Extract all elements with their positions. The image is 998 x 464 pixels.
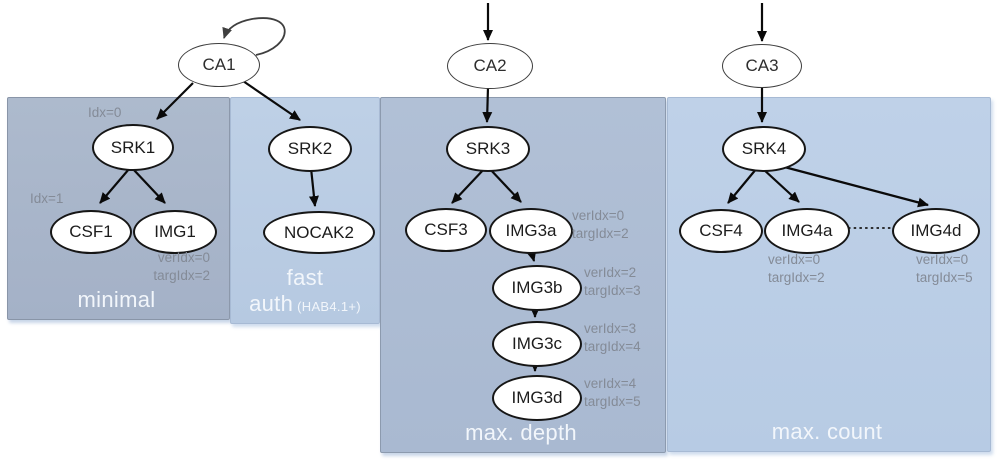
edge-srk1-csf1 xyxy=(99,168,130,204)
edge-ca1-srk2 xyxy=(242,80,301,121)
node-csf3: CSF3 xyxy=(405,208,487,252)
panel-label-fast-auth: fast auth(HAB4.1+) xyxy=(231,265,379,317)
annotation-line: verIdx=3 xyxy=(584,321,637,336)
panel-label-suffix: (HAB4.1+) xyxy=(297,299,361,314)
node-img1: IMG1 xyxy=(133,210,217,254)
edge-srk1-img1 xyxy=(132,168,166,204)
annotation-line: targIdx=4 xyxy=(584,338,641,354)
annotation-line: targIdx=5 xyxy=(916,269,973,285)
edge-srk3-csf3 xyxy=(451,167,486,204)
edge-srk4-csf4 xyxy=(727,167,758,204)
node-img3c: IMG3c xyxy=(492,321,582,367)
node-csf1: CSF1 xyxy=(50,210,132,254)
annotation-line: targIdx=5 xyxy=(584,393,641,409)
node-srk1: SRK1 xyxy=(92,124,174,171)
edge-srk2-nocak2 xyxy=(308,167,319,207)
annotation-line: verIdx=2 xyxy=(584,265,637,280)
node-csf4: CSF4 xyxy=(679,209,763,253)
panel-label-text: fast auth xyxy=(249,265,324,316)
node-img3a: IMG3a xyxy=(489,208,573,254)
edge-ca2-srk3 xyxy=(482,86,493,123)
node-srk3: SRK3 xyxy=(446,126,530,172)
panel-label-minimal: minimal xyxy=(8,287,229,313)
annotation-line: verIdx=0 xyxy=(916,252,969,267)
annotation-line: verIdx=0 xyxy=(572,208,625,223)
edge-srk4-img4d xyxy=(772,162,929,208)
panel-label-text: max. count xyxy=(771,419,883,444)
annotation-img4d: verIdx=0 targIdx=5 xyxy=(916,251,973,286)
node-ca3: CA3 xyxy=(722,44,802,88)
annotation-img4a: verIdx=0 targIdx=2 xyxy=(768,251,825,286)
edge-srk3-img3a xyxy=(488,167,522,203)
edge-ca1-self-loop xyxy=(222,17,286,56)
annotation-line: targIdx=2 xyxy=(153,267,210,283)
edge-ca1-srk1 xyxy=(156,82,194,120)
annotation-img3c: verIdx=3 targIdx=4 xyxy=(584,320,641,355)
annotation-line: verIdx=0 xyxy=(768,252,821,267)
annotation-line: verIdx=0 xyxy=(157,250,210,265)
annotation-line: targIdx=3 xyxy=(584,282,641,298)
annotation-srk1-idx: Idx=0 xyxy=(88,105,122,120)
annotation-line: verIdx=4 xyxy=(584,376,637,391)
annotation-img1: verIdx=0 targIdx=2 xyxy=(130,249,210,284)
node-img4d: IMG4d xyxy=(892,208,980,254)
annotation-img3b: verIdx=2 targIdx=3 xyxy=(584,264,641,299)
node-ca2: CA2 xyxy=(447,43,533,89)
panel-label-max-count: max. count xyxy=(668,419,990,445)
node-ca1: CA1 xyxy=(178,43,260,87)
annotation-csf1-idx: Idx=1 xyxy=(30,191,64,206)
annotation-line: targIdx=2 xyxy=(768,269,825,285)
node-img3d: IMG3d xyxy=(492,375,582,421)
node-img3b: IMG3b xyxy=(492,265,582,311)
node-srk4: SRK4 xyxy=(722,126,806,172)
panel-label-text: minimal xyxy=(77,287,156,312)
edge-srk4-img4a xyxy=(761,167,800,203)
panel-max-count: max. count xyxy=(667,97,991,452)
panel-label-text: max. depth xyxy=(465,420,577,445)
annotation-img3d: verIdx=4 targIdx=5 xyxy=(584,375,641,410)
node-img4a: IMG4a xyxy=(764,208,850,254)
annotation-line: targIdx=2 xyxy=(572,225,629,241)
node-srk2: SRK2 xyxy=(268,126,352,172)
node-nocak2: NOCAK2 xyxy=(263,211,375,254)
annotation-img3a: verIdx=0 targIdx=2 xyxy=(572,207,629,242)
panel-label-max-depth: max. depth xyxy=(381,420,665,446)
